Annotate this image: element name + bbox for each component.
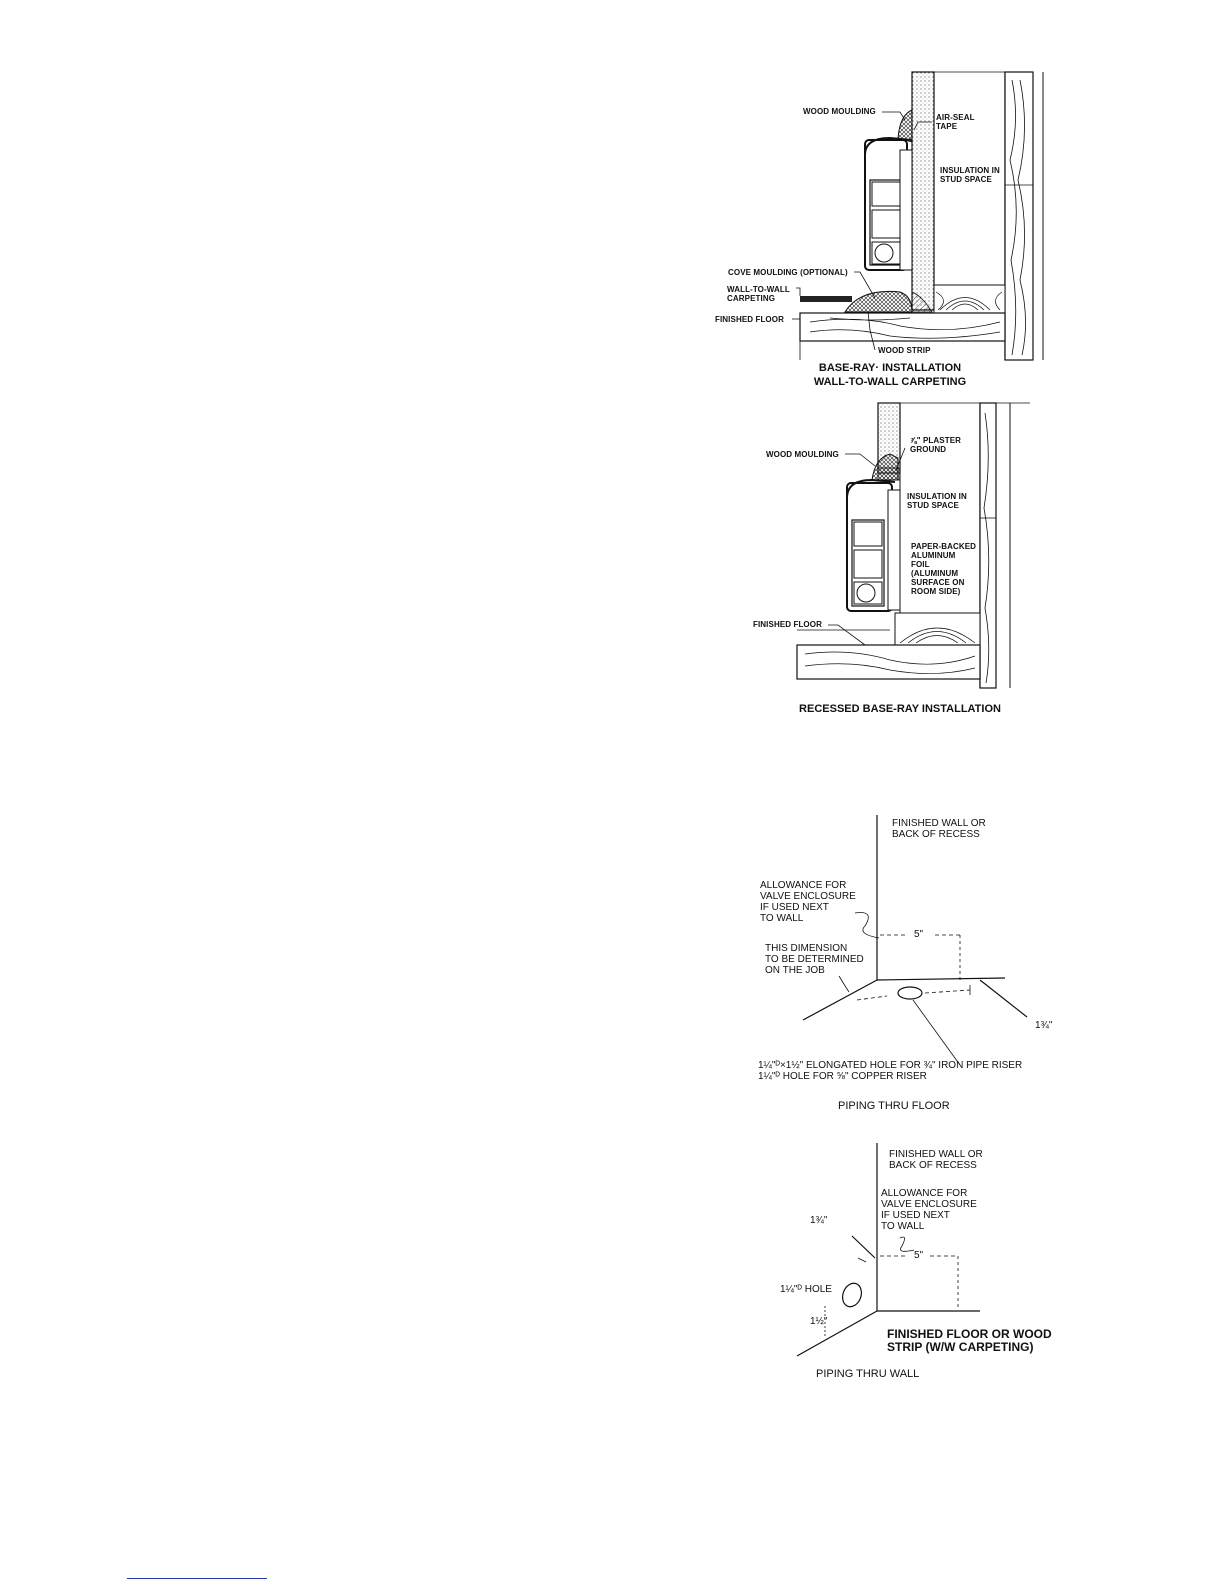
- label-five-inch: 5": [914, 929, 924, 940]
- label-insulation-2: INSULATION IN STUD SPACE: [907, 492, 967, 510]
- label-holes: 1¼"ᴰ×1½" ELONGATED HOLE FOR ¾" IRON PIPE…: [758, 1060, 1023, 1082]
- label-dimension: THIS DIMENSION TO BE DETERMINED ON THE J…: [765, 943, 864, 976]
- figure-piping-thru-floor-drawing: [802, 815, 1028, 1066]
- label-carpeting: WALL-TO-WALL CARPETING: [727, 285, 790, 303]
- label-finished-wall-2: FINISHED WALL OR BACK OF RECESS: [889, 1149, 983, 1171]
- figure-recessed-base-ray: WOOD MOULDING ⅞" PLASTER GROUND INSULATI…: [700, 398, 1060, 728]
- figure-base-ray-carpeting: WOOD MOULDING AIR-SEAL TAPE INSULATION I…: [700, 60, 1060, 390]
- label-finished-wall: FINISHED WALL OR BACK OF RECESS: [892, 818, 986, 840]
- caption-fig2: RECESSED BASE-RAY INSTALLATION: [799, 703, 1001, 715]
- figure-piping-thru-wall-drawing: [796, 1143, 980, 1357]
- label-wood-moulding-2: WOOD MOULDING: [766, 450, 839, 459]
- label-hole: 1¼"ᴰ HOLE: [780, 1284, 832, 1295]
- label-one-half: 1½": [810, 1316, 828, 1327]
- footer-rule: [127, 1578, 267, 1579]
- caption-fig1: BASE-RAY· INSTALLATION WALL-TO-WALL CARP…: [813, 362, 967, 388]
- label-plaster-ground: ⅞" PLASTER GROUND: [910, 436, 962, 454]
- label-allowance: ALLOWANCE FOR VALVE ENCLOSURE IF USED NE…: [760, 880, 856, 924]
- label-one-three-quarter: 1¾": [1035, 1020, 1053, 1031]
- figure-piping-thru-floor: FINISHED WALL OR BACK OF RECESS ALLOWANC…: [755, 810, 1055, 1120]
- figure-base-ray-carpeting-drawing: [792, 71, 1044, 361]
- label-cove-moulding: COVE MOULDING (OPTIONAL): [728, 268, 848, 277]
- caption-fig4: PIPING THRU WALL: [816, 1368, 920, 1380]
- figure-piping-thru-wall: FINISHED WALL OR BACK OF RECESS ALLOWANC…: [780, 1138, 1090, 1398]
- label-one-three-quarter-2: 1¾": [810, 1215, 828, 1226]
- label-insulation: INSULATION IN STUD SPACE: [940, 166, 1000, 184]
- label-finished-floor-4: FINISHED FLOOR OR WOOD STRIP (W/W CARPET…: [887, 1327, 1052, 1354]
- caption-fig3: PIPING THRU FLOOR: [838, 1100, 950, 1112]
- label-five-inch-2: 5": [914, 1250, 924, 1261]
- label-finished-floor-2: FINISHED FLOOR: [753, 620, 822, 629]
- label-air-seal-tape: AIR-SEAL TAPE: [936, 113, 975, 131]
- label-finished-floor: FINISHED FLOOR: [715, 315, 784, 324]
- label-foil: PAPER-BACKED ALUMINUM FOIL (ALUMINUM SUR…: [911, 542, 977, 596]
- label-wood-moulding: WOOD MOULDING: [803, 107, 876, 116]
- label-wood-strip: WOOD STRIP: [878, 346, 931, 355]
- figure-recessed-base-ray-drawing: [796, 402, 1030, 689]
- label-allowance-2: ALLOWANCE FOR VALVE ENCLOSURE IF USED NE…: [881, 1188, 977, 1232]
